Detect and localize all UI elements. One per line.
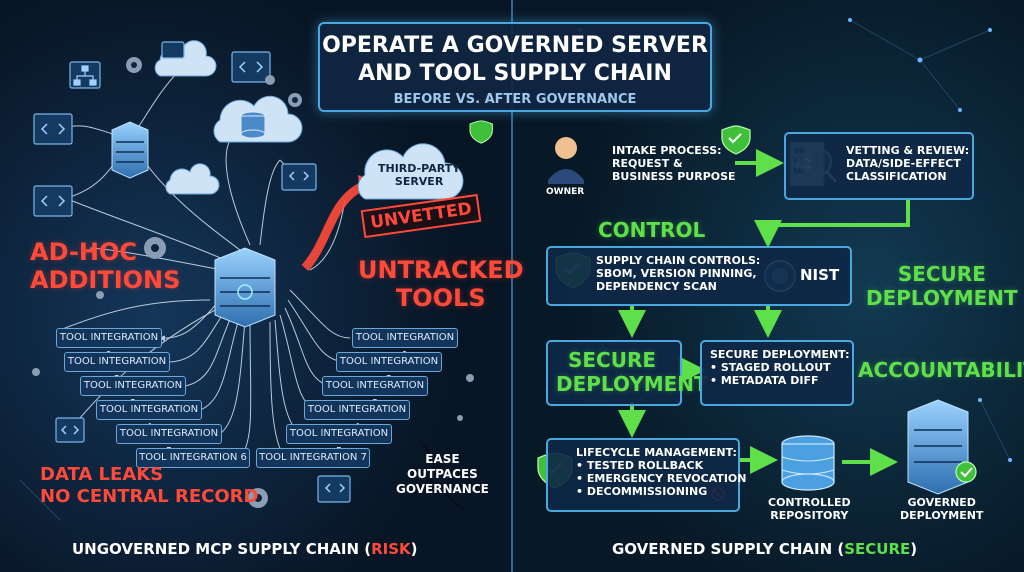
tool-left-2: TOOL INTEGRATION 2: [64, 352, 170, 385]
supply-chain-text: SUPPLY CHAIN CONTROLS:SBOM, VERSION PINN…: [596, 254, 761, 293]
title-line-2: AND TOOL SUPPLY CHAIN: [358, 61, 672, 86]
secure-deployment-box: [546, 340, 682, 406]
nist-label: NIST: [800, 266, 840, 284]
title-subtitle: BEFORE VS. AFTER GOVERNANCE: [393, 92, 637, 107]
control-label: CONTROL: [598, 218, 706, 242]
tool-left-4: TOOL INTEGRATION 4: [96, 400, 202, 433]
lifecycle-text: LIFECYCLE MANAGEMENT:• TESTED ROLLBACK• …: [576, 446, 747, 498]
tool-right-7: TOOL INTEGRATION 7: [256, 448, 370, 468]
vetting-box: [784, 132, 974, 200]
tool-right-1: TOOL INTEGRATION 1: [352, 328, 458, 361]
tool-left-1: TOOL INTEGRATION 1: [56, 328, 162, 361]
tool-right-5: TOOL INTEGRATION 5: [286, 424, 392, 457]
intake-text: INTAKE PROCESS:REQUEST &BUSINESS PURPOSE: [612, 144, 736, 183]
tool-left-6: TOOL INTEGRATION 6: [136, 448, 250, 468]
tool-right-3: TOOL INTEGRATION 3: [322, 376, 428, 409]
title-line-1: OPERATE A GOVERNED SERVER: [322, 33, 708, 58]
secure-detail-box: [700, 340, 854, 406]
tool-left-3: TOOL INTEGRATION 3: [80, 376, 186, 409]
tool-right-4: TOOL INTEGRATION 4: [304, 400, 410, 433]
owner-label: OWNER: [546, 187, 585, 197]
tool-left-5: TOOL INTEGRATION 5: [116, 424, 222, 457]
lifecycle-box: [546, 438, 740, 512]
left-footer: UNGOVERNED MCP SUPPLY CHAIN (RISK): [72, 540, 418, 558]
title-box: OPERATE A GOVERNED SERVER AND TOOL SUPPL…: [318, 22, 712, 112]
tool-right-2: TOOL INTEGRATION 2: [336, 352, 442, 385]
supply-chain-box: [546, 246, 852, 306]
right-footer: GOVERNED SUPPLY CHAIN (SECURE): [612, 540, 918, 558]
accountability-label: ACCOUNTABILITY: [858, 358, 1024, 382]
secure-detail-text: SECURE DEPLOYMENT:• STAGED ROLLOUT• META…: [710, 348, 850, 387]
